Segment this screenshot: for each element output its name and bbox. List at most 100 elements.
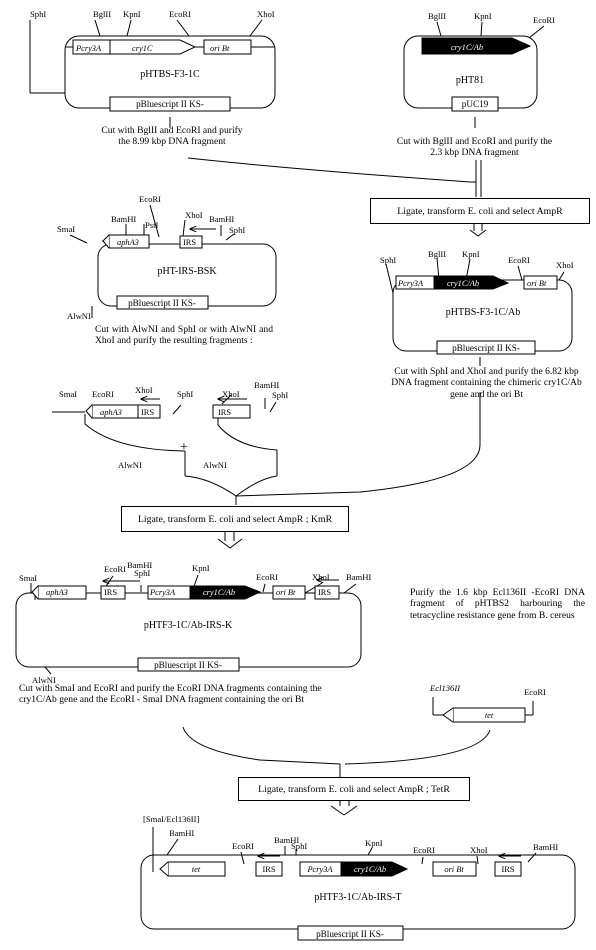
- segment-label: cry1C/Ab: [354, 865, 386, 874]
- site-label: XhoI: [470, 845, 488, 855]
- site-label: KpnI: [365, 838, 383, 848]
- segment-label: IRS: [104, 588, 117, 597]
- plasmid-pHTF3-1C/Ab-IRS-T: [140, 827, 576, 941]
- fragment-tet: [432, 697, 534, 723]
- step-purify-tet: Purify the 1.6 kbp Ecl136II -EcoRI DNA f…: [410, 587, 585, 621]
- site-label: Ecl136II: [429, 683, 461, 693]
- segment-label: Pcry3A: [149, 588, 176, 597]
- plasmid-name: pHTBS-F3-1C/Ab: [446, 307, 520, 318]
- segment-label: tet: [485, 711, 494, 720]
- segment-label: IRS: [318, 588, 331, 597]
- site-label: XhoI: [556, 260, 574, 270]
- plasmid-pHT81: [403, 21, 545, 112]
- vector-label: pBluescript II KS-: [452, 343, 520, 353]
- site-label: XhoI: [222, 389, 240, 399]
- plasmid-pHT-IRS-BSK: [69, 204, 277, 318]
- site-label: KpnI: [462, 249, 480, 259]
- plasmid-name: pHTBS-F3-1C: [140, 69, 200, 80]
- site-label: SphI: [272, 390, 288, 400]
- site-label: EcoRI: [256, 572, 278, 582]
- ligation-box-3: Ligate, transform E. coli and select Amp…: [238, 777, 470, 801]
- segment-label: IRS: [262, 865, 275, 874]
- plasmid-pHTBS-F3-1C: [29, 19, 276, 112]
- plasmid-pHTF3-1C/Ab-IRS-K: [15, 574, 362, 675]
- site-label: KpnI: [192, 563, 210, 573]
- segment-label: ori Bt: [210, 44, 230, 53]
- site-label: SmaI: [57, 224, 75, 234]
- vector-label: pBluescript II KS-: [128, 298, 196, 308]
- site-label: SmaI: [19, 573, 37, 583]
- segment-label: ori Bt: [527, 279, 547, 288]
- segment-label: cry1C/Ab: [447, 279, 479, 288]
- segment-label: aphA3: [46, 588, 68, 597]
- plasmid-name: pHTF3-1C/Ab-IRS-T: [314, 892, 401, 903]
- plasmid-pHTBS-F3-1C/Ab: [385, 257, 573, 355]
- step-cut-p2: Cut with BglII and EcoRI and purify the …: [396, 136, 553, 159]
- segment-label: Pcry3A: [75, 44, 102, 53]
- site-label: EcoRI: [169, 9, 191, 19]
- site-label: SphI: [229, 225, 245, 235]
- site-label: [SmaI/Ecl136II]: [143, 814, 199, 824]
- site-label: AlwNI: [118, 460, 142, 470]
- site-label: AlwNI: [67, 311, 91, 321]
- segment-label: cry1C: [132, 44, 153, 53]
- site-label: EcoRI: [232, 841, 254, 851]
- site-label: XhoI: [257, 9, 275, 19]
- site-label: AlwNI: [32, 675, 56, 685]
- step-cut-p3: Cut with AlwNI and SphI or with AlwNI an…: [95, 324, 273, 347]
- segment-label: cry1C/Ab: [203, 588, 235, 597]
- vector-label: pBluescript II KS-: [316, 929, 384, 939]
- vector-label: pBluescript II KS-: [136, 99, 204, 109]
- site-label: BamHI: [274, 835, 299, 845]
- site-label: SphI: [380, 255, 396, 265]
- site-label: EcoRI: [413, 845, 435, 855]
- site-label: BamHI: [111, 214, 136, 224]
- segment-label: IRS: [501, 865, 514, 874]
- plasmid-name: pHT-IRS-BSK: [157, 266, 217, 277]
- site-label: EcoRI: [104, 564, 126, 574]
- segment-label: IRS: [141, 408, 154, 417]
- site-label: BamHI: [533, 842, 558, 852]
- site-label: BamHI: [127, 560, 152, 570]
- segment-cry1c-ab: [421, 37, 532, 55]
- site-label: PstI: [145, 220, 159, 230]
- vector-label: pBluescript II KS-: [154, 660, 222, 670]
- site-label: EcoRI: [524, 687, 546, 697]
- plus-sign: +: [180, 440, 188, 455]
- site-label: BglII: [428, 11, 446, 21]
- segment-label: aphA3: [100, 408, 122, 417]
- site-label: BamHI: [346, 572, 371, 582]
- ligation-box-2: Ligate, transform E. coli and select Amp…: [121, 506, 349, 532]
- step-cut-p5: Cut with SmaI and EcoRI and purify the E…: [19, 683, 322, 706]
- site-label: BglII: [428, 249, 446, 259]
- site-label: SphI: [291, 841, 307, 851]
- ligation-box-1: Ligate, transform E. coli and select Amp…: [370, 198, 590, 224]
- plasmid-name: pHTF3-1C/Ab-IRS-K: [144, 620, 233, 631]
- segment-label: IRS: [183, 238, 196, 247]
- site-label: SphI: [30, 9, 46, 19]
- site-label: SmaI: [59, 389, 77, 399]
- site-label: SphI: [177, 389, 193, 399]
- site-label: KpnI: [474, 11, 492, 21]
- segment-cry1c: [109, 39, 197, 55]
- site-label: BamHI: [169, 828, 194, 838]
- site-label: BamHI: [254, 380, 279, 390]
- site-label: EcoRI: [92, 389, 114, 399]
- vector-box: [109, 96, 231, 112]
- segment-label: IRS: [218, 408, 231, 417]
- site-label: SphI: [134, 568, 150, 578]
- segment-label: ori Bt: [444, 865, 464, 874]
- site-label: BamHI: [209, 214, 234, 224]
- site-label: XhoI: [312, 572, 330, 582]
- site-label: KpnI: [123, 9, 141, 19]
- vector-label: pUC19: [462, 99, 489, 109]
- site-label: EcoRI: [139, 194, 161, 204]
- segment-label: Pcry3A: [306, 865, 333, 874]
- site-label: XhoI: [185, 210, 203, 220]
- site-label: XhoI: [135, 385, 153, 395]
- site-label: AlwNI: [203, 460, 227, 470]
- step-cut-p1: Cut with BglII and EcoRI and purify the …: [101, 125, 243, 148]
- segment-label: aphA3: [117, 238, 139, 247]
- segment-label: Pcry3A: [397, 279, 424, 288]
